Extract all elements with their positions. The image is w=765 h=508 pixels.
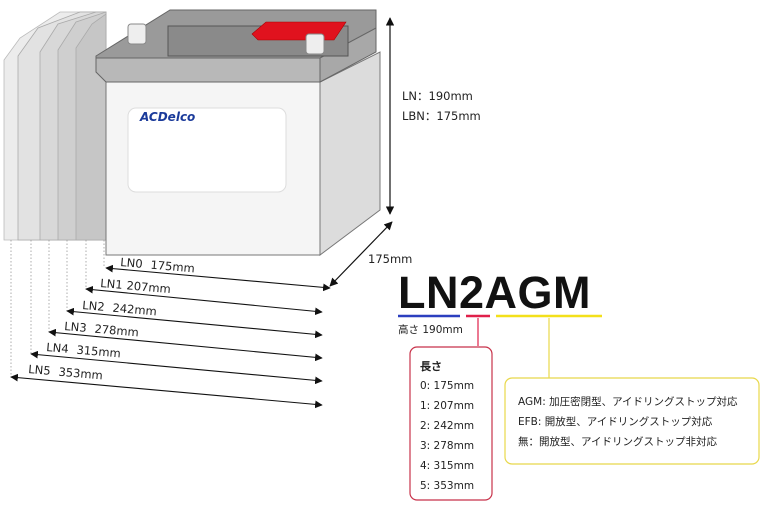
length-legend-item: 0: 175mm: [420, 380, 474, 392]
model-code: LN2AGM: [398, 267, 591, 318]
length-legend-item: 5: 353mm: [420, 480, 474, 492]
height-note: 高さ 190mm: [398, 323, 463, 336]
battery-right-side: [319, 51, 381, 256]
length-legend-title: 長さ: [420, 360, 442, 373]
length-legend-item: 2: 242mm: [420, 420, 474, 432]
length-arrow-ln0: [105, 264, 331, 292]
depth-label: 175mm: [368, 252, 412, 266]
battery-illustration: ACDelco: [95, 9, 381, 256]
acdelco-logo: ACDelco: [139, 110, 195, 124]
length-legend-item: 3: 278mm: [420, 440, 474, 452]
terminal-positive: [305, 33, 325, 55]
terminal-cover-red: [251, 21, 347, 41]
battery-lid-front: [95, 57, 321, 83]
type-legend-item: 無：開放型、アイドリングストップ非対応: [518, 435, 717, 448]
battery-label-panel: [127, 107, 287, 193]
depth-arrow: [329, 221, 393, 287]
silhouette-ln1: [75, 13, 107, 241]
length-arrow-ln5: [10, 373, 323, 409]
height-label-lbn: LBN：175mm: [402, 109, 481, 123]
height-label-ln: LN：190mm: [402, 89, 473, 103]
type-legend-box: [504, 377, 760, 465]
length-legend-item: 1: 207mm: [420, 400, 474, 412]
type-legend-item: AGM: 加圧密閉型、アイドリングストップ対応: [518, 395, 738, 408]
length-silhouettes: [3, 11, 107, 241]
length-legend-item: 4: 315mm: [420, 460, 474, 472]
terminal-negative: [127, 23, 147, 45]
length-legend-box: [409, 346, 493, 501]
type-legend-item: EFB: 開放型、アイドリングストップ対応: [518, 415, 713, 428]
drop-lines: [10, 240, 105, 378]
